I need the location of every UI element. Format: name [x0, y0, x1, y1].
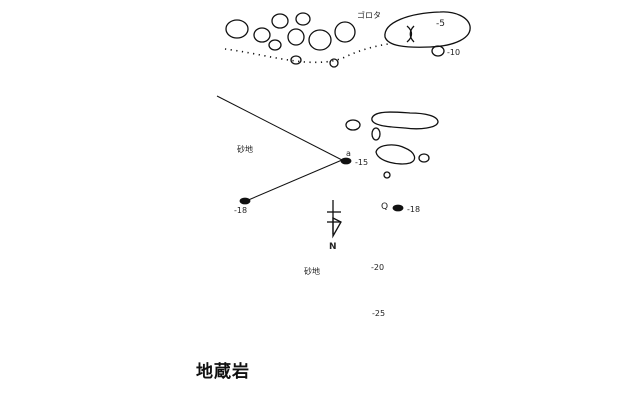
rock — [345, 119, 361, 131]
boulder — [329, 58, 339, 68]
map-title: 地蔵岩 — [196, 362, 250, 382]
marker-label: Q — [381, 202, 389, 212]
guide-line — [245, 159, 343, 202]
rock — [371, 127, 381, 141]
boulder — [431, 45, 445, 57]
boulder — [271, 13, 289, 29]
boulder — [253, 27, 271, 43]
boulder — [295, 12, 311, 26]
boulder — [287, 28, 305, 46]
compass-arrow — [332, 216, 342, 239]
marker-blob — [239, 197, 251, 205]
large-rock — [384, 11, 471, 48]
marker-blob — [340, 157, 352, 165]
depth-label: -25 — [372, 309, 386, 318]
boulder — [268, 39, 282, 51]
depth-label: -20 — [371, 263, 385, 272]
depth-label: -10 — [447, 48, 461, 57]
boulder — [308, 29, 332, 51]
depth-label: -15 — [355, 158, 369, 167]
boulder — [290, 55, 302, 65]
depth-label: -5 — [436, 19, 445, 29]
rock — [383, 171, 391, 179]
dotted-edge — [224, 43, 389, 64]
rock-crack — [406, 25, 413, 43]
guide-line — [216, 95, 343, 161]
marker-label: a — [346, 149, 351, 158]
gorota-label: ゴロタ — [357, 11, 381, 20]
sand-label: 砂地 — [237, 145, 253, 154]
rock — [418, 153, 430, 163]
north-label: N — [329, 242, 337, 252]
rock-long — [371, 111, 439, 130]
rock-mid — [375, 144, 416, 165]
sand-label: 砂地 — [304, 267, 320, 276]
boulder — [334, 21, 356, 43]
depth-label: -18 — [234, 206, 248, 215]
rock-crack — [409, 25, 415, 43]
depth-label: -18 — [407, 205, 421, 214]
marker-blob — [392, 204, 404, 212]
boulder — [225, 19, 249, 39]
